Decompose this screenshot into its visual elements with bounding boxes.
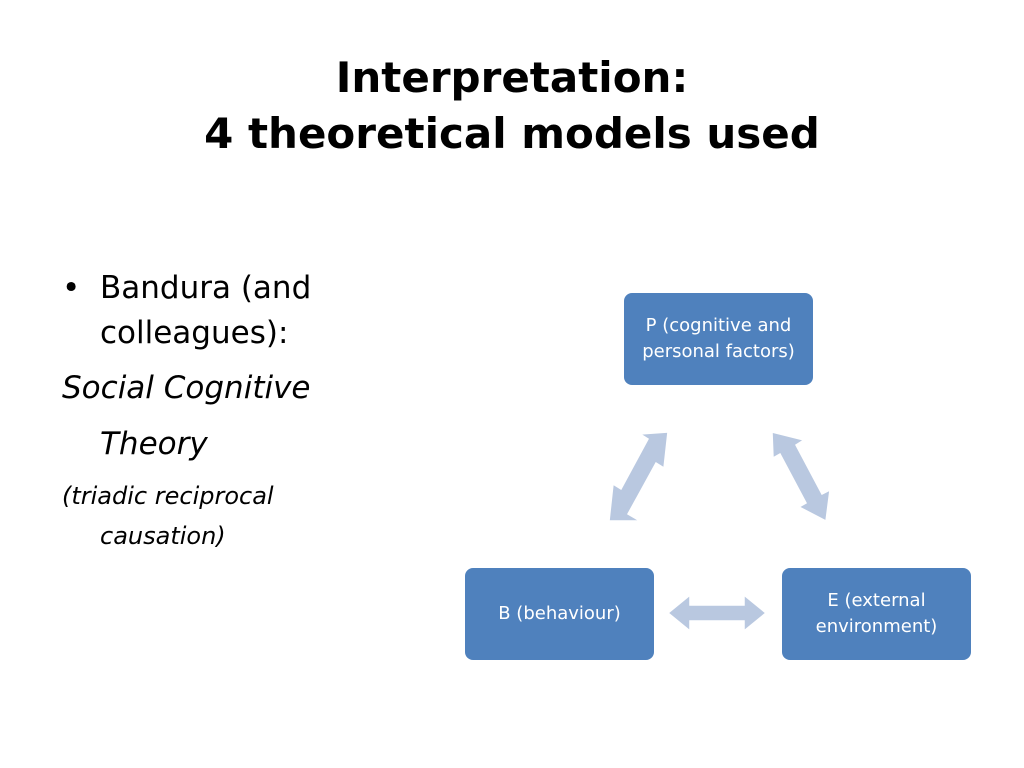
title-line-2: 4 theoretical models used [204, 109, 820, 158]
causation-line-2: causation) [100, 522, 226, 550]
double-arrow-p-b [608, 431, 669, 522]
causation-note: (triadic reciprocal causation) [62, 476, 392, 556]
bullet-icon: • [62, 270, 81, 306]
bullet-list: • Bandura (and colleagues): Social Cogni… [62, 266, 392, 556]
bullet-item: • Bandura (and colleagues): [62, 266, 392, 356]
title-line-1: Interpretation: [335, 53, 689, 102]
node-e-line-1: E (external [827, 590, 926, 611]
bullet-text-line-1: Bandura (and [100, 270, 312, 306]
node-b-line-1: B (behaviour) [498, 603, 621, 624]
double-arrow-p-e [771, 431, 831, 523]
node-behaviour: B (behaviour) [465, 568, 654, 660]
node-p-line-1: P (cognitive and [645, 315, 792, 336]
bullet-text-line-2: colleagues): [100, 315, 289, 351]
node-personal-factors: P (cognitive and personal factors) [624, 293, 813, 385]
causation-line-1: (triadic reciprocal [62, 482, 274, 510]
slide-title: Interpretation: 4 theoretical models use… [0, 50, 1024, 162]
theory-name: Social Cognitive Theory [62, 360, 392, 472]
node-p-line-2: personal factors) [642, 341, 795, 362]
double-arrow-b-e [666, 593, 768, 633]
node-external-environment: E (external environment) [782, 568, 971, 660]
theory-line-1: Social Cognitive [62, 370, 311, 406]
node-e-line-2: environment) [815, 616, 938, 637]
theory-line-2: Theory [100, 426, 208, 462]
